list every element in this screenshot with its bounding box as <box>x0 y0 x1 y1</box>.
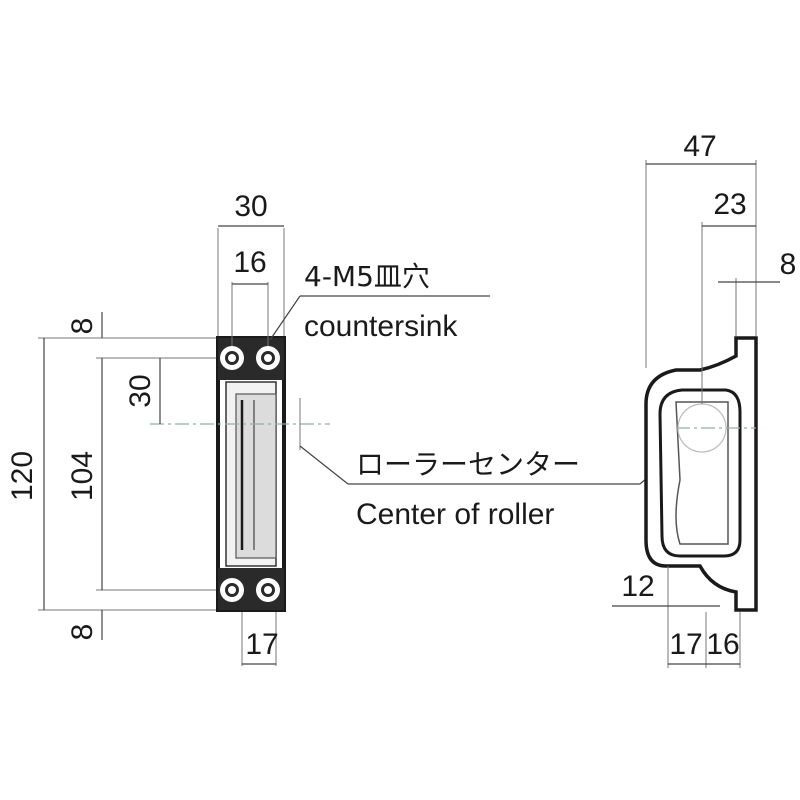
roller-profile <box>675 401 729 545</box>
side-view <box>644 336 758 612</box>
dim-hole-pitch-y: 104 <box>66 451 99 501</box>
dim-depth-roller: 23 <box>713 188 746 221</box>
countersink-hole <box>220 578 244 602</box>
front-dimensions: 30 16 120 104 8 8 30 17 <box>6 190 285 666</box>
countersink-hole <box>256 346 280 370</box>
dim-gap-left: 12 <box>621 570 654 603</box>
dim-edge-bottom: 8 <box>66 624 99 641</box>
front-view <box>150 336 330 612</box>
screw-spec-jp: 4-M5皿穴 <box>304 260 430 293</box>
dim-base-a: 17 <box>669 628 702 661</box>
side-dimensions: 47 23 8 12 17 16 <box>612 130 796 668</box>
leader-line <box>269 295 301 341</box>
leader-line <box>299 445 349 485</box>
callout-roller-center: ローラーセンター Center of roller <box>299 431 701 531</box>
callout-countersink: 4-M5皿穴 countersink <box>269 260 490 343</box>
dim-flange-thickness: 8 <box>780 248 797 281</box>
dim-roller-offset: 30 <box>124 374 157 407</box>
dim-roller-width: 17 <box>245 628 278 661</box>
dim-hole-pitch-x: 16 <box>233 246 266 279</box>
dim-edge-top: 8 <box>66 318 99 335</box>
dim-width-overall: 30 <box>234 190 267 223</box>
roller-center-jp: ローラーセンター <box>356 448 580 481</box>
dim-height-overall: 120 <box>6 451 39 501</box>
dim-depth-overall: 47 <box>683 130 716 163</box>
countersink-hole <box>256 578 280 602</box>
roller-center-en: Center of roller <box>356 498 554 531</box>
countersink-hole <box>220 346 244 370</box>
dim-base-b: 16 <box>706 628 739 661</box>
screw-spec-en: countersink <box>304 310 458 343</box>
